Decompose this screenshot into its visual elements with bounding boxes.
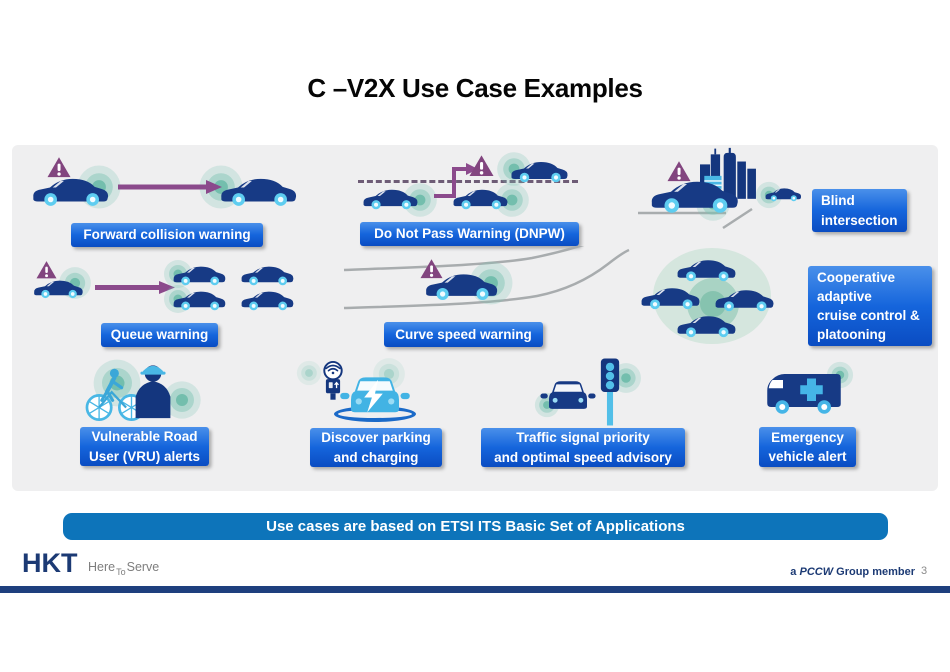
lightning-bolt-icon xyxy=(364,379,383,413)
use-case-label-blind-intersection: Blind intersection xyxy=(812,189,907,232)
pedestrian-icon xyxy=(135,365,171,419)
parking-meter-icon xyxy=(323,361,343,400)
car-icon xyxy=(648,174,740,214)
car-icon xyxy=(171,262,227,286)
use-case-label-parking: Discover parking and charging xyxy=(310,428,442,467)
page-number: 3 xyxy=(921,565,928,577)
page-title: C –V2X Use Case Examples xyxy=(307,73,643,103)
car-icon xyxy=(239,287,295,311)
warning-triangle-icon xyxy=(46,156,72,179)
use-case-label-forward-collision: Forward collision warning xyxy=(71,223,263,247)
hkt-tagline: HereToServe xyxy=(88,560,160,577)
footer-bar xyxy=(0,586,950,593)
banner: Use cases are based on ETSI ITS Basic Se… xyxy=(63,513,888,540)
car-icon xyxy=(361,185,419,210)
bicycle-rider-icon xyxy=(85,368,145,421)
arrow-right-icon xyxy=(118,180,222,194)
pccw-member-text: a PCCW Group member xyxy=(790,566,915,578)
lane-dashed-line xyxy=(358,180,578,183)
warning-triangle-icon xyxy=(468,154,495,178)
car-icon xyxy=(639,283,701,310)
car-front-icon xyxy=(340,372,410,413)
car-icon xyxy=(239,262,295,286)
use-case-label-traffic-signal: Traffic signal priority and optimal spee… xyxy=(481,428,685,467)
use-case-label-queue-warning: Queue warning xyxy=(101,323,218,347)
car-icon xyxy=(171,287,227,311)
car-icon xyxy=(675,311,737,338)
traffic-light-icon xyxy=(600,358,620,426)
warning-triangle-icon xyxy=(666,160,692,183)
car-icon xyxy=(675,255,737,282)
pccw-logo: PCCW xyxy=(799,566,834,578)
car-icon xyxy=(509,157,569,183)
car-icon xyxy=(764,185,802,202)
arrow-right-icon xyxy=(95,281,175,294)
hkt-logo: HKT xyxy=(22,548,78,578)
use-case-label-vru: Vulnerable Road User (VRU) alerts xyxy=(80,427,209,466)
car-icon xyxy=(32,276,84,299)
use-case-label-curve-speed: Curve speed warning xyxy=(384,322,543,347)
car-front-icon xyxy=(540,377,596,415)
use-case-label-dnpw: Do Not Pass Warning (DNPW) xyxy=(360,222,579,246)
car-icon xyxy=(218,172,298,207)
car-icon xyxy=(423,268,499,301)
elbow-arrow-icon xyxy=(434,163,478,198)
car-icon xyxy=(713,285,775,312)
use-case-label-cacc: Cooperative adaptive cruise control & pl… xyxy=(808,266,932,346)
road-line xyxy=(343,246,630,310)
ambulance-icon xyxy=(762,368,846,416)
use-case-label-emergency: Emergency vehicle alert xyxy=(759,427,856,467)
